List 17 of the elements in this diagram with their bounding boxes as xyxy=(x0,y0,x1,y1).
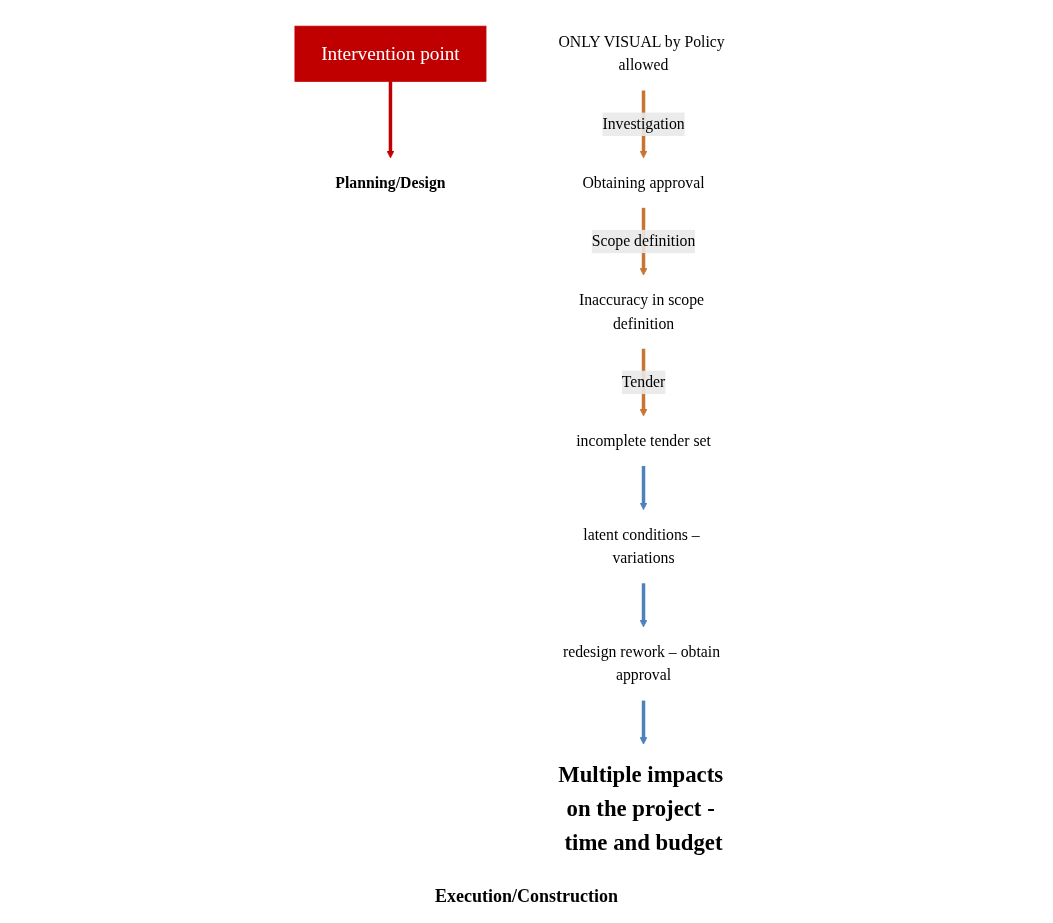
node-text: Inaccuracy in scope definition xyxy=(579,290,705,333)
node-text: Obtaining approval xyxy=(582,173,705,192)
edge-label: Scope definition xyxy=(592,232,696,250)
node-text: Planning/Design xyxy=(335,173,446,192)
node-text: Multiple impacts on the project - time and budget xyxy=(558,761,724,856)
node-text: incomplete tender set xyxy=(576,431,712,450)
node-box: Intervention point xyxy=(294,25,487,82)
arrow xyxy=(640,466,648,511)
phase-label: Execution/Construction xyxy=(435,886,618,907)
arrow xyxy=(387,81,395,159)
edge-label: Tender xyxy=(622,373,666,391)
edge-label: Investigation xyxy=(602,115,686,133)
arrow xyxy=(640,700,648,745)
node-text: latent conditions – variations xyxy=(583,525,701,567)
node-text: ONLY VISUAL by Policy allowed xyxy=(558,32,726,74)
node-text: redesign rework – obtain approval xyxy=(563,642,721,684)
arrow xyxy=(640,583,648,628)
